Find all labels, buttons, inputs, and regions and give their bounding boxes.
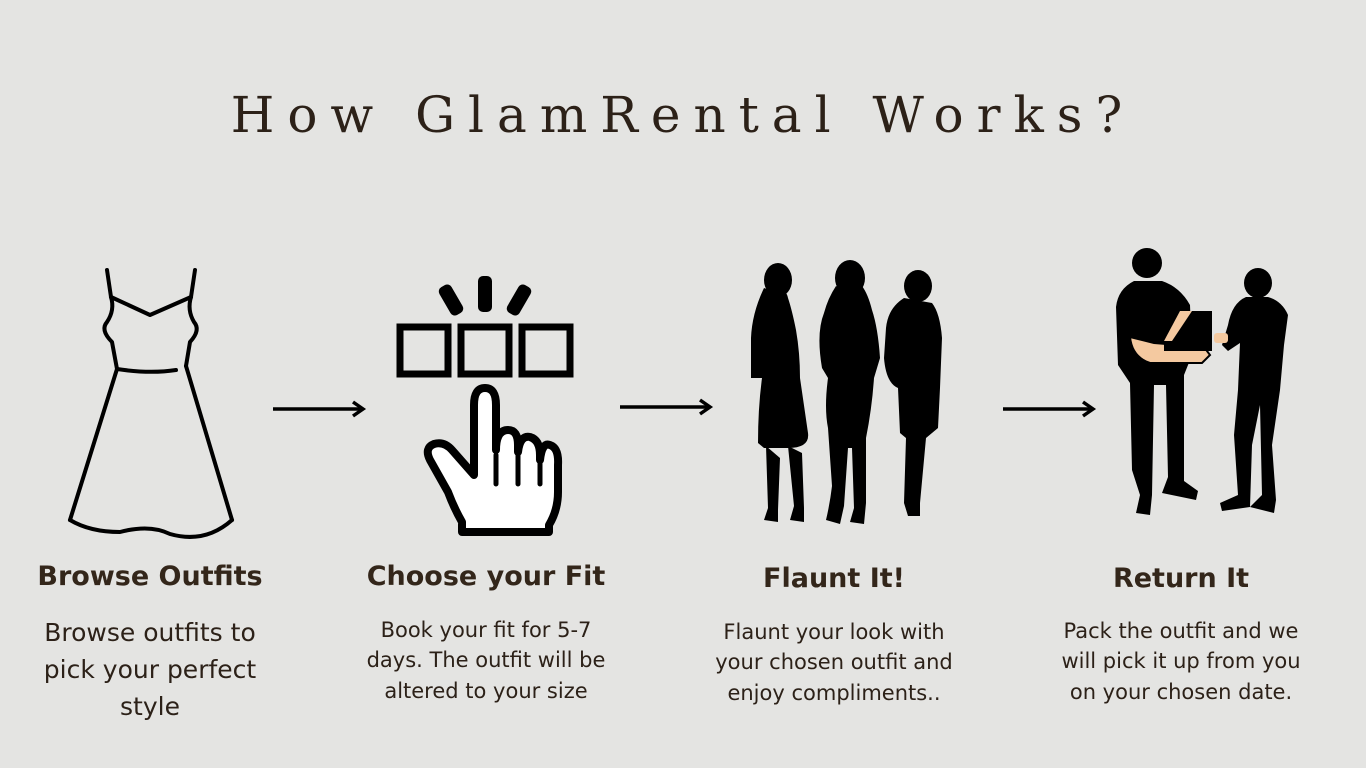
package-handover-icon — [1116, 248, 1288, 515]
step-description-browse-outfits: Browse outfits to pick your perfect styl… — [43, 618, 257, 721]
arrow-right-icon — [1003, 400, 1097, 418]
step-description-flaunt-it: Flaunt your look with your chosen outfit… — [715, 620, 953, 705]
step-title-flaunt-it: Flaunt It! — [763, 563, 905, 594]
arrow-right-icon — [273, 400, 367, 418]
step-title-choose-your-fit: Choose your Fit — [366, 561, 606, 592]
dress-icon — [68, 268, 234, 539]
step-description-choose-your-fit: Book your fit for 5-7 days. The outfit w… — [366, 618, 606, 703]
step-description-return-it: Pack the outfit and we will pick it up f… — [1061, 619, 1301, 704]
page-title: How GlamRental Works? — [230, 86, 1136, 144]
step-title-return-it: Return It — [1112, 563, 1250, 594]
three-women-silhouette-icon — [751, 260, 942, 524]
step-title-browse-outfits: Browse Outfits — [37, 561, 263, 592]
hand-pointer-select-icon — [396, 276, 574, 536]
arrow-right-icon — [620, 398, 714, 416]
